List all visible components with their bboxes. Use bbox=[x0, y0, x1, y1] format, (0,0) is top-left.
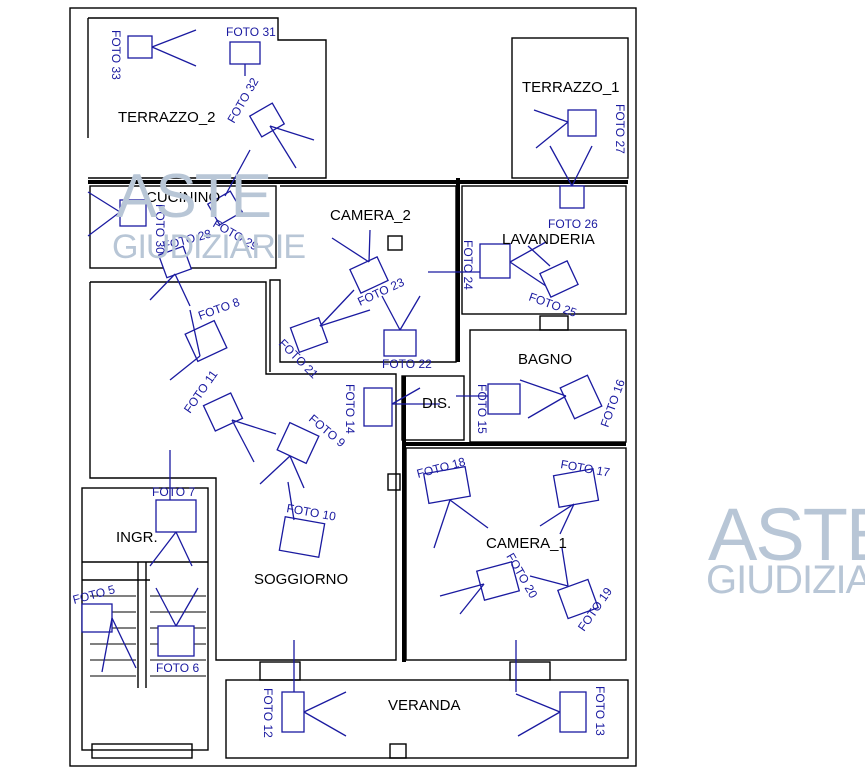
room-label-ingr: INGR. bbox=[116, 529, 158, 546]
foto-label-14: FOTO 14 bbox=[343, 384, 357, 434]
foto-label-26: FOTO 26 bbox=[548, 217, 598, 231]
camera-icon-11 bbox=[202, 392, 277, 463]
foto-label-33: FOTO 33 bbox=[109, 30, 123, 80]
camera-icon-14 bbox=[363, 387, 440, 427]
camera-icon-33 bbox=[127, 29, 197, 67]
foto-label-5: FOTO 5 bbox=[71, 582, 117, 607]
camera-icon-10 bbox=[278, 481, 326, 558]
room-label-terrazzo1: TERRAZZO_1 bbox=[522, 79, 620, 96]
camera-icon-25 bbox=[527, 245, 579, 298]
camera-symbols bbox=[81, 29, 603, 737]
watermark-aste-right: ASTE bbox=[708, 493, 865, 576]
foto-label-16: FOTO 16 bbox=[598, 377, 628, 429]
camera-icon-5 bbox=[81, 603, 137, 673]
camera-icon-17 bbox=[539, 468, 600, 535]
camera-icon-15 bbox=[456, 383, 521, 415]
camera-icon-27 bbox=[533, 109, 597, 149]
camera-icon-6 bbox=[155, 587, 199, 657]
watermark-giudizia-right: GIUDIZIA bbox=[706, 558, 865, 602]
foto-label-13: FOTO 13 bbox=[593, 686, 607, 736]
camera-icon-21 bbox=[289, 289, 371, 354]
room-label-soggiorno: SOGGIORNO bbox=[254, 571, 348, 588]
camera-icon-23 bbox=[331, 229, 389, 294]
room-label-camera2: CAMERA_2 bbox=[330, 207, 411, 224]
camera-icon-8 bbox=[169, 309, 228, 381]
camera-icon-32 bbox=[248, 102, 315, 169]
foto-label-8: FOTO 8 bbox=[196, 295, 242, 323]
camera-icon-29 bbox=[206, 149, 251, 226]
camera-icon-9 bbox=[259, 421, 320, 489]
watermark-giudiziarie: GIUDIZIARIE bbox=[112, 228, 306, 266]
camera-icon-28 bbox=[149, 245, 193, 307]
room-label-terrazzo2: TERRAZZO_2 bbox=[118, 109, 216, 126]
camera-icon-22 bbox=[381, 295, 421, 357]
camera-icon-20 bbox=[439, 561, 521, 615]
camera-icon-30 bbox=[87, 191, 147, 237]
camera-icon-24 bbox=[479, 241, 547, 287]
camera-icon-7 bbox=[149, 499, 197, 567]
camera-icon-26 bbox=[549, 145, 593, 209]
foto-label-31: FOTO 31 bbox=[226, 25, 276, 39]
room-label-dis: DIS. bbox=[422, 395, 451, 412]
watermark-aste: ASTE bbox=[116, 162, 272, 231]
camera-icon-18 bbox=[422, 465, 489, 549]
foto-label-7: FOTO 7 bbox=[152, 485, 195, 499]
foto-label-22: FOTO 22 bbox=[382, 357, 432, 371]
room-label-lavanderia: LAVANDERIA bbox=[502, 231, 595, 248]
room-label-bagno: BAGNO bbox=[518, 351, 572, 368]
room-label-veranda: VERANDA bbox=[388, 697, 461, 714]
foto-label-24: FOTO 24 bbox=[461, 240, 475, 290]
foto-label-30: FOTO 30 bbox=[153, 204, 167, 254]
foto-label-27: FOTO 27 bbox=[613, 104, 627, 154]
walls bbox=[69, 7, 637, 767]
room-labels: TERRAZZO_2 TERRAZZO_1 CUCININO CAMERA_2 … bbox=[116, 79, 620, 714]
camera-icon-16 bbox=[519, 374, 603, 420]
foto-label-15: FOTO 15 bbox=[475, 384, 489, 434]
room-label-camera1: CAMERA_1 bbox=[486, 535, 567, 552]
foto-label-6: FOTO 6 bbox=[156, 661, 199, 675]
room-label-cucinino: CUCININO bbox=[146, 189, 220, 206]
foto-labels: FOTO 33 FOTO 31 FOTO 32 FOTO 27 FOTO 26 … bbox=[71, 25, 628, 738]
foto-label-12: FOTO 12 bbox=[261, 688, 275, 738]
camera-icon-31 bbox=[229, 41, 261, 76]
camera-icon-19 bbox=[529, 547, 599, 620]
camera-icon-12 bbox=[281, 691, 347, 737]
camera-icon-13 bbox=[515, 691, 587, 737]
